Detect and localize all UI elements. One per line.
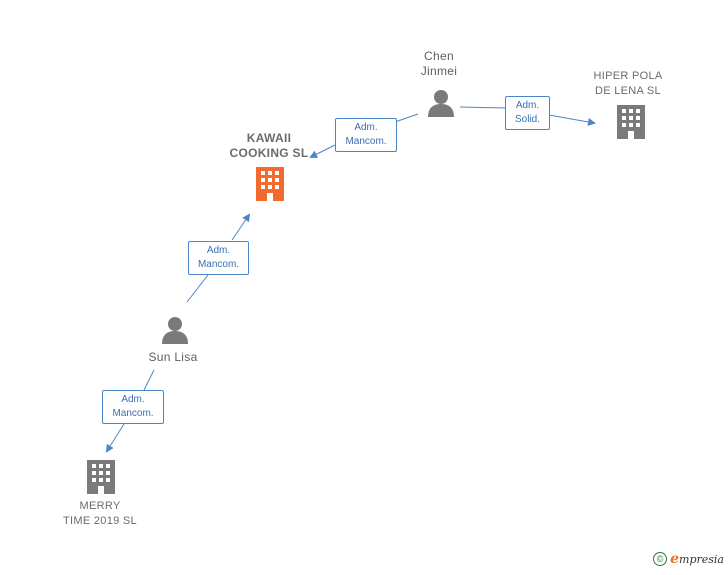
edge-label-adm-mancom: Adm. Mancom. (102, 390, 164, 424)
edge-label-adm-mancom: Adm. Mancom. (335, 118, 397, 152)
person-icon[interactable] (428, 90, 454, 117)
edge-chen-to-kawaii (309, 113, 419, 158)
edge-label-adm-solid: Adm. Solid. (505, 96, 550, 130)
building-icon[interactable] (87, 460, 115, 494)
copyright-icon: © (653, 552, 668, 566)
node-label-hiper-pola-de-lena[interactable]: HIPER POLA DE LENA SL (593, 70, 663, 97)
building-icon-highlighted[interactable] (256, 167, 284, 201)
footer-brand[interactable]: © empresia (653, 551, 724, 567)
edge-label-adm-mancom: Adm. Mancom. (188, 241, 249, 275)
node-label-chen-jinmei[interactable]: Chen Jinmei (420, 49, 458, 78)
edge-sun-to-merry (105, 369, 155, 453)
person-icon[interactable] (162, 317, 188, 344)
edge-sun-to-kawaii (186, 213, 251, 303)
building-icon[interactable] (617, 105, 645, 139)
node-label-kawaii-cooking[interactable]: KAWAII COOKING SL (229, 131, 309, 160)
brand-logo: empresia (670, 551, 724, 567)
node-label-sun-lisa[interactable]: Sun Lisa (148, 350, 198, 364)
edge-chen-to-hiper (459, 106, 596, 126)
node-label-merry-time-2019[interactable]: MERRY TIME 2019 SL (63, 500, 137, 527)
